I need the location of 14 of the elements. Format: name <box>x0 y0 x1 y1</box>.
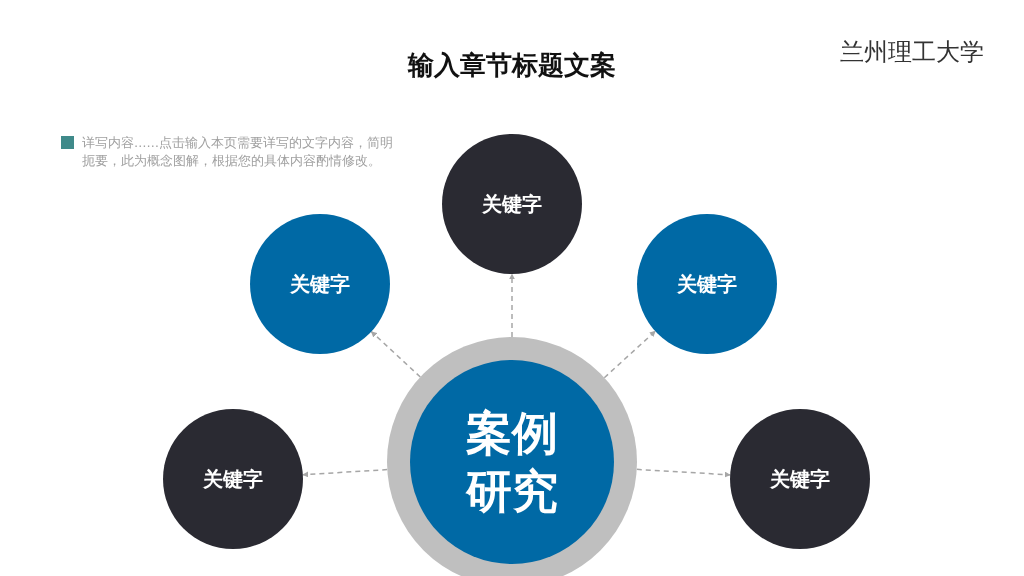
arrow <box>370 330 422 378</box>
title: 输入章节标题文案 <box>406 49 617 82</box>
arrow <box>302 468 388 478</box>
keyword-text: 关键字 <box>482 190 542 218</box>
arrow <box>509 273 515 338</box>
arrow <box>636 468 731 478</box>
keyword-text: 关键字 <box>770 465 830 493</box>
keyword-text: 关键字 <box>677 270 737 298</box>
description-text: 详写内容……点击输入本页需要详写的文字内容，简明扼要，此为概念图解，根据您的具体内容酌情修改。 <box>82 134 394 170</box>
keyword-text: 关键字 <box>203 465 263 493</box>
arrow <box>603 330 657 379</box>
keyword-text: 关键字 <box>290 270 350 298</box>
university-name: 兰州理工大学 <box>840 37 984 68</box>
center-title: 案例研究 <box>464 405 559 520</box>
